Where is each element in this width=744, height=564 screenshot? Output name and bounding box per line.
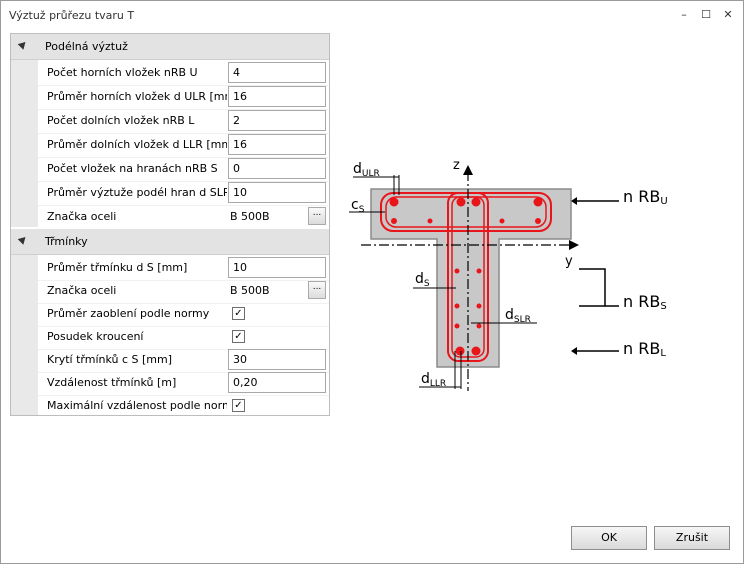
nrb-u-label: n RBU	[623, 187, 668, 207]
property-label: Značka oceli	[47, 284, 117, 297]
row-side-bar-count: Počet vložek na hranách nRB S 0	[38, 157, 329, 182]
category-trminky[interactable]: Třmínky	[11, 229, 329, 255]
arrow-icon	[571, 347, 577, 355]
category-label: Třmínky	[45, 235, 88, 248]
upper-bar-diameter-input[interactable]: 16	[228, 86, 326, 107]
lower-bar-count-input[interactable]: 2	[228, 110, 326, 131]
d-s-label: dS	[415, 271, 430, 289]
row-lower-bar-count: Počet dolních vložek nRB L 2	[38, 109, 329, 134]
row-torsion-check: Posudek kroucení ✓	[38, 325, 329, 350]
row-lower-bar-diameter: Průměr dolních vložek d LLR [mm] 16	[38, 133, 329, 158]
row-stirrup-diameter: Průměr třmínku d S [mm] 10	[38, 256, 329, 281]
side-bar-diameter-input[interactable]: 10	[228, 182, 326, 203]
close-icon[interactable]: ✕	[723, 8, 733, 21]
d-llr-label: dLLR	[421, 371, 446, 389]
property-label: Průměr dolních vložek d LLR [mm]	[47, 138, 227, 151]
property-label: Počet horních vložek nRB U	[47, 66, 198, 79]
property-label: Průměr zaoblení podle normy	[47, 307, 210, 320]
row-stirrup-cover: Krytí třmínků c S [mm] 30	[38, 348, 329, 373]
row-side-bar-diameter: Průměr výztuže podél hran d SLR 10	[38, 181, 329, 206]
c-s-label: cS	[351, 197, 365, 215]
property-label: Vzdálenost třmínků [m]	[47, 376, 177, 389]
side-bar-count-input[interactable]: 0	[228, 158, 326, 179]
d-ulr-label: dULR	[353, 161, 380, 179]
row-steel-grade: Značka oceli B 500B ...	[38, 205, 329, 230]
stirrup-spacing-input[interactable]: 0,20	[228, 372, 326, 393]
rebar-group	[389, 197, 543, 356]
property-label: Posudek kroucení	[47, 330, 144, 343]
stirrup-steel-browse-button[interactable]: ...	[308, 281, 326, 299]
torsion-checkbox[interactable]: ✓	[232, 330, 245, 343]
axis-z-label: z	[453, 158, 460, 173]
nrb-s-label: n RBS	[623, 292, 667, 312]
row-stirrup-spacing: Vzdálenost třmínků [m] 0,20	[38, 371, 329, 396]
row-gutter	[11, 60, 38, 227]
minimize-icon[interactable]: –	[681, 8, 687, 21]
side-bracket	[579, 268, 606, 307]
row-max-spacing: Maximální vzdálenost podle normy ✓	[38, 394, 329, 415]
row-upper-bar-count: Počet horních vložek nRB U 4	[38, 61, 329, 86]
y-axis-arrow-icon	[569, 240, 579, 250]
property-label: Značka oceli	[47, 210, 117, 223]
collapse-arrow-icon[interactable]	[17, 39, 29, 50]
cancel-button[interactable]: Zrušit	[654, 526, 730, 550]
category-podelna-vyztuz[interactable]: Podélná výztuž	[11, 34, 329, 60]
concrete-section	[370, 188, 572, 368]
steel-grade-browse-button[interactable]: ...	[308, 207, 326, 225]
stirrup-steel-grade-value: B 500B	[230, 284, 270, 297]
d-slr-label: dSLR	[505, 307, 531, 325]
collapse-arrow-icon[interactable]	[17, 234, 29, 245]
category-label: Podélná výztuž	[45, 40, 128, 53]
property-label: Počet vložek na hranách nRB S	[47, 162, 218, 175]
ok-button[interactable]: OK	[571, 526, 647, 550]
max-spacing-checkbox[interactable]: ✓	[232, 399, 245, 412]
nrb-l-label: n RBL	[623, 339, 666, 359]
title-bar: Výztuž průřezu tvaru T – ☐ ✕	[1, 1, 743, 31]
row-stirrup-steel-grade: Značka oceli B 500B ...	[38, 279, 329, 304]
property-label: Průměr horních vložek d ULR [mm]	[47, 90, 227, 103]
window-title: Výztuž průřezu tvaru T	[9, 9, 135, 22]
property-label: Průměr třmínku d S [mm]	[47, 261, 188, 274]
row-bend-diameter: Průměr zaoblení podle normy ✓	[38, 302, 329, 327]
lower-bar-diameter-input[interactable]: 16	[228, 134, 326, 155]
upper-bar-count-input[interactable]: 4	[228, 62, 326, 83]
z-axis-arrow-icon	[463, 165, 473, 175]
row-upper-bar-diameter: Průměr horních vložek d ULR [mm] 16	[38, 85, 329, 110]
row-gutter	[11, 255, 38, 415]
property-grid: Podélná výztuž Počet horních vložek nRB …	[10, 33, 330, 416]
property-label: Průměr výztuže podél hran d SLR	[47, 186, 227, 199]
stirrup-cover-input[interactable]: 30	[228, 349, 326, 370]
maximize-icon[interactable]: ☐	[701, 8, 711, 21]
arrow-icon	[571, 197, 577, 205]
steel-grade-value: B 500B	[230, 210, 270, 223]
property-label: Maximální vzdálenost podle normy	[47, 399, 227, 412]
stirrup-diameter-input[interactable]: 10	[228, 257, 326, 278]
property-label: Počet dolních vložek nRB L	[47, 114, 195, 127]
property-label: Krytí třmínků c S [mm]	[47, 353, 173, 366]
axis-y-label: y	[565, 254, 573, 269]
t-section-diagram: z y dULR cS dS dSLR dLLR n RBU n RBS n R…	[349, 158, 668, 391]
bend-diameter-checkbox[interactable]: ✓	[232, 307, 245, 320]
